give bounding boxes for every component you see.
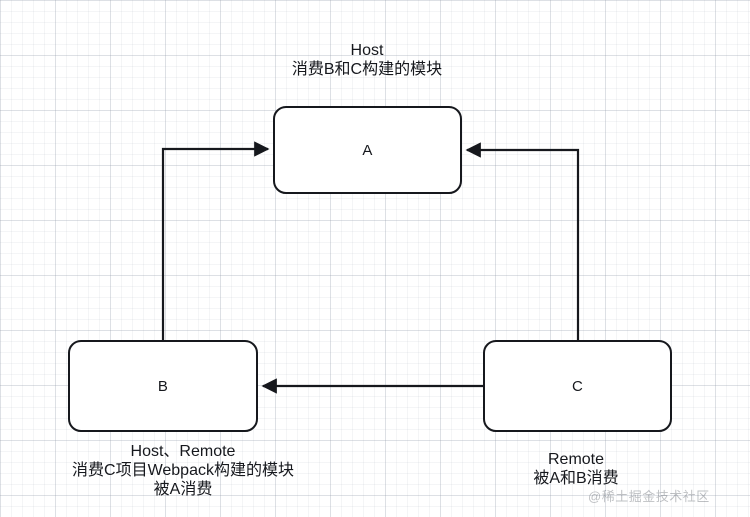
caption-host-line-1: Host: [350, 42, 384, 59]
caption-node-b-line-2: 消费C项目Webpack构建的模块: [72, 462, 294, 479]
node-a[interactable]: A: [273, 106, 462, 194]
node-b-label: B: [157, 377, 169, 395]
edge-b-to-a: [161, 141, 270, 340]
caption-node-c: Remote 被A和B消费: [462, 450, 690, 488]
caption-node-c-line-1: Remote: [547, 451, 605, 468]
caption-node-b: Host、Remote 消费C项目Webpack构建的模块 被A消费: [43, 442, 323, 499]
caption-host-line-2: 消费B和C构建的模块: [291, 61, 443, 78]
caption-node-b-line-3: 被A消费: [153, 481, 213, 498]
caption-node-c-line-2: 被A和B消费: [533, 470, 619, 487]
node-a-label: A: [362, 141, 373, 159]
node-b[interactable]: B: [68, 340, 258, 432]
node-c-label: C: [571, 377, 584, 395]
caption-host: Host 消费B和C构建的模块: [227, 41, 507, 79]
caption-node-b-line-1: Host、Remote: [130, 443, 236, 460]
edge-c-to-a: [465, 142, 580, 340]
watermark: @稀土掘金技术社区: [588, 489, 710, 504]
node-c[interactable]: C: [483, 340, 672, 432]
